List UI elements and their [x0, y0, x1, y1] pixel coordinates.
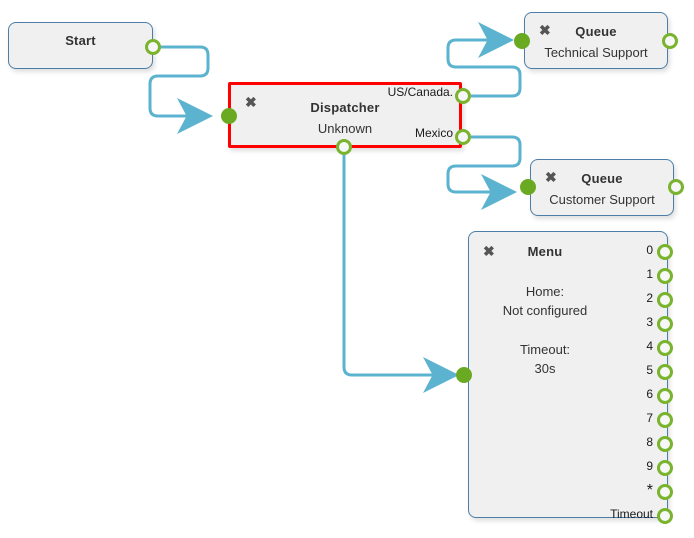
node-queue-technical-title: Queue [575, 24, 617, 39]
node-menu-output-port-9[interactable] [657, 460, 673, 476]
close-icon[interactable]: ✖ [539, 22, 551, 38]
node-menu-output-label-star: * [646, 482, 653, 499]
node-menu-timeout-value: 30s [534, 361, 556, 376]
node-menu-output-port-7[interactable] [657, 412, 673, 428]
node-menu-output-label-timeout: Timeout [610, 507, 653, 521]
node-menu-output-label-7: 7 [646, 411, 653, 425]
node-queue-technical-input-port[interactable] [514, 33, 530, 49]
node-dispatcher[interactable]: ✖ Dispatcher Unknown [228, 82, 462, 148]
node-menu-output-label-9: 9 [646, 459, 653, 473]
node-queue-customer-input-port[interactable] [520, 179, 536, 195]
node-queue-customer-subtitle: Customer Support [549, 192, 655, 207]
node-menu-output-port-5[interactable] [657, 364, 673, 380]
node-start-output-port[interactable] [145, 39, 161, 55]
node-menu-title: Menu [527, 244, 563, 259]
node-queue-customer-title: Queue [581, 171, 623, 186]
node-menu-home-label: Home: [525, 284, 565, 299]
node-queue-technical-subtitle: Technical Support [544, 45, 648, 60]
node-menu-output-label-4: 4 [646, 339, 653, 353]
node-menu-output-port-8[interactable] [657, 436, 673, 452]
node-dispatcher-output-label-uscanada: US/Canada. [387, 85, 453, 99]
node-queue-technical[interactable]: ✖ Queue Technical Support [524, 12, 668, 69]
node-menu-output-port-4[interactable] [657, 340, 673, 356]
node-start-title: Start [65, 33, 96, 48]
node-queue-customer[interactable]: ✖ Queue Customer Support [530, 159, 674, 216]
node-menu-timeout-label: Timeout: [519, 342, 571, 357]
node-dispatcher-input-port[interactable] [221, 108, 237, 124]
node-queue-customer-output-port[interactable] [668, 179, 684, 195]
node-menu-home-value: Not configured [502, 303, 588, 318]
node-dispatcher-output-label-mexico: Mexico [414, 126, 453, 140]
node-menu-output-port-6[interactable] [657, 388, 673, 404]
close-icon[interactable]: ✖ [545, 169, 557, 185]
close-icon[interactable]: ✖ [483, 243, 495, 259]
node-dispatcher-output-port-bottom[interactable] [336, 139, 352, 155]
node-menu-output-label-8: 8 [646, 435, 653, 449]
node-menu-output-label-2: 2 [646, 291, 653, 305]
node-menu-output-label-5: 5 [646, 363, 653, 377]
node-menu-output-port-star[interactable] [657, 484, 673, 500]
node-dispatcher-output-port-mexico[interactable] [455, 129, 471, 145]
node-menu-output-port-0[interactable] [657, 244, 673, 260]
node-dispatcher-title: Dispatcher [310, 100, 380, 115]
node-menu-output-port-timeout[interactable] [657, 508, 673, 524]
node-queue-technical-output-port[interactable] [662, 33, 678, 49]
node-start[interactable]: Start [8, 22, 153, 69]
node-dispatcher-subtitle: Unknown [317, 121, 373, 136]
node-menu[interactable]: ✖ Menu Home: Not configured Timeout: 30s [468, 231, 668, 518]
node-menu-input-port[interactable] [456, 367, 472, 383]
node-dispatcher-output-port-uscanada[interactable] [455, 88, 471, 104]
node-menu-output-port-3[interactable] [657, 316, 673, 332]
node-menu-output-label-3: 3 [646, 315, 653, 329]
close-icon[interactable]: ✖ [245, 94, 257, 110]
wire-start-to-dispatcher [148, 45, 213, 134]
node-menu-output-port-2[interactable] [657, 292, 673, 308]
node-menu-output-label-0: 0 [646, 243, 653, 257]
node-menu-output-label-1: 1 [646, 267, 653, 281]
node-menu-output-label-6: 6 [646, 387, 653, 401]
wire-dispatcher-bottom-to-menu [342, 155, 459, 393]
node-menu-output-port-1[interactable] [657, 268, 673, 284]
